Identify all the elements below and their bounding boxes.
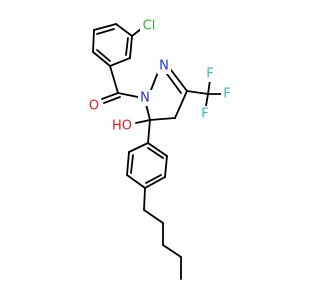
bond xyxy=(129,35,133,59)
chlorine-label: Cl xyxy=(143,19,156,34)
chlorine-atom: Cl xyxy=(140,18,160,34)
bond xyxy=(126,151,130,176)
atom-labels: Cl O N N HO F F F xyxy=(87,18,233,134)
fluorine-atom-3: F xyxy=(199,106,211,122)
bond xyxy=(92,51,111,67)
bond xyxy=(174,90,188,119)
bond xyxy=(96,49,111,62)
bond xyxy=(145,174,162,184)
fluorine-atom-1: F xyxy=(204,66,216,82)
bond xyxy=(147,119,151,144)
bond xyxy=(92,29,95,53)
bond xyxy=(117,92,139,98)
bond xyxy=(126,174,146,189)
bond xyxy=(96,28,115,35)
bond xyxy=(149,117,176,121)
bond xyxy=(101,92,119,100)
bond xyxy=(93,23,117,31)
nitrogen-atom-2: N xyxy=(157,58,171,74)
bond xyxy=(186,90,209,95)
fluorine-label-2: F xyxy=(223,87,230,102)
bond xyxy=(205,93,209,107)
nitrogen-label-2: N xyxy=(159,59,169,74)
fluorine-label-1: F xyxy=(206,67,213,82)
bond xyxy=(162,244,182,258)
bond xyxy=(164,155,168,178)
bond xyxy=(150,71,159,91)
molecule-structure: Cl O N N HO F F F xyxy=(87,18,233,280)
bond xyxy=(147,147,164,159)
bond xyxy=(144,176,166,189)
fluorine-atom-2: F xyxy=(221,86,233,102)
carbonyl-oxygen-atom: O xyxy=(87,98,101,114)
bond xyxy=(115,23,133,37)
bond xyxy=(130,154,134,174)
bond xyxy=(131,28,142,37)
bond xyxy=(103,96,121,104)
nitrogen-label-1: N xyxy=(140,91,150,106)
bond xyxy=(125,37,129,56)
bond xyxy=(145,103,151,121)
bond xyxy=(207,79,211,95)
bond xyxy=(135,119,151,124)
bond xyxy=(143,209,164,224)
bond xyxy=(170,69,188,92)
bond xyxy=(147,142,168,157)
bonds xyxy=(92,23,222,280)
hydroxyl-group: HO xyxy=(109,118,135,134)
bond xyxy=(109,57,131,67)
carbonyl-oxygen-label: O xyxy=(89,99,99,114)
bond xyxy=(143,187,146,211)
nitrogen-atom-1: N xyxy=(138,90,152,106)
bond xyxy=(128,142,149,153)
bond xyxy=(109,65,119,94)
bond xyxy=(166,73,182,94)
fluorine-label-3: F xyxy=(201,107,208,122)
hydroxyl-label: HO xyxy=(112,119,132,134)
